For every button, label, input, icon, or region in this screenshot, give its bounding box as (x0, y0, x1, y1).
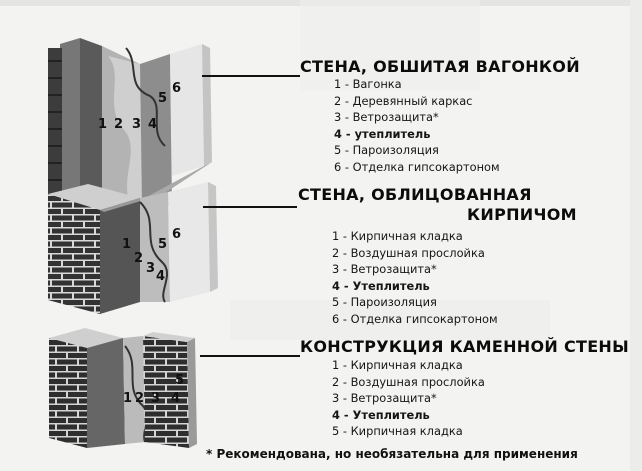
legend-item: 3 - Ветрозащита* (334, 110, 439, 125)
legend-item: 5 - Пароизоляция (334, 143, 439, 158)
figure-label: 4 (148, 117, 157, 132)
legend-item: 1 - Кирпичная кладка (332, 229, 463, 243)
figure-label: 2 (114, 117, 123, 132)
legend-list: 1 - Кирпичная кладка 2 - Воздушная просл… (332, 357, 485, 440)
legend-item: 4 - Утеплитель (332, 278, 430, 293)
leader-line (200, 355, 300, 357)
leader-line (202, 75, 300, 77)
legend-item: 2 - Воздушная прослойка (332, 374, 485, 389)
figure-label: 5 (158, 91, 167, 106)
legend-item: 6 - Отделка гипсокартоном (332, 311, 498, 326)
legend-item: 4 - Утеплитель (332, 407, 430, 422)
legend-item: 4 - утеплитель (334, 126, 431, 141)
masonry-wall-illustration: 1 2 3 4 5 (49, 328, 197, 448)
legend-list: 1 - Вагонка 2 - Деревянный каркас 3 - Ве… (334, 76, 500, 176)
legend-item: 3 - Ветрозащита* (332, 262, 437, 277)
leader-line (203, 206, 297, 208)
figure-label: 4 (156, 269, 165, 284)
legend-item: 6 - Отделка гипсокартоном (334, 159, 500, 174)
legend-list: 1 - Кирпичная кладка 2 - Воздушная просл… (332, 228, 498, 328)
section-title: СТЕНА, ОБШИТАЯ ВАГОНКОЙ (300, 57, 580, 76)
brick-clad-wall-illustration: 1 2 3 4 5 6 (48, 182, 218, 314)
legend-item: 5 - Кирпичная кладка (332, 424, 463, 439)
legend-item: 1 - Кирпичная кладка (332, 358, 463, 372)
legend-item: 3 - Ветрозащита* (332, 391, 437, 406)
legend-item: 5 - Пароизоляция (332, 295, 437, 310)
footnote: * Рекомендована, но необязательна для пр… (206, 447, 578, 461)
figure-label: 3 (132, 117, 141, 132)
figure-label: 2 (135, 391, 144, 406)
figure-label: 6 (172, 81, 181, 96)
section-title: СТЕНА, ОБЛИЦОВАННАЯ (298, 185, 532, 204)
figure-label: 6 (172, 227, 181, 242)
wood-panel-wall-illustration: 1 2 3 4 5 6 (48, 38, 212, 208)
legend-item: 1 - Вагонка (334, 77, 402, 91)
legend-item: 2 - Деревянный каркас (334, 93, 473, 108)
legend-item: 2 - Воздушная прослойка (332, 245, 485, 260)
figure-label: 2 (134, 251, 143, 266)
figure-label: 1 (98, 117, 107, 132)
figure-label: 3 (151, 391, 160, 406)
figure-label: 5 (175, 373, 184, 388)
figure-label: 4 (171, 391, 180, 406)
figure-label: 1 (123, 391, 132, 406)
figure-label: 5 (158, 237, 167, 252)
figure-label: 1 (122, 237, 131, 252)
section-title-line-2: КИРПИЧОМ (467, 205, 577, 224)
figure-label: 3 (146, 261, 155, 276)
wood-panel-boards (48, 48, 62, 198)
section-title: КОНСТРУКЦИЯ КАМЕННОЙ СТЕНЫ (300, 337, 630, 356)
